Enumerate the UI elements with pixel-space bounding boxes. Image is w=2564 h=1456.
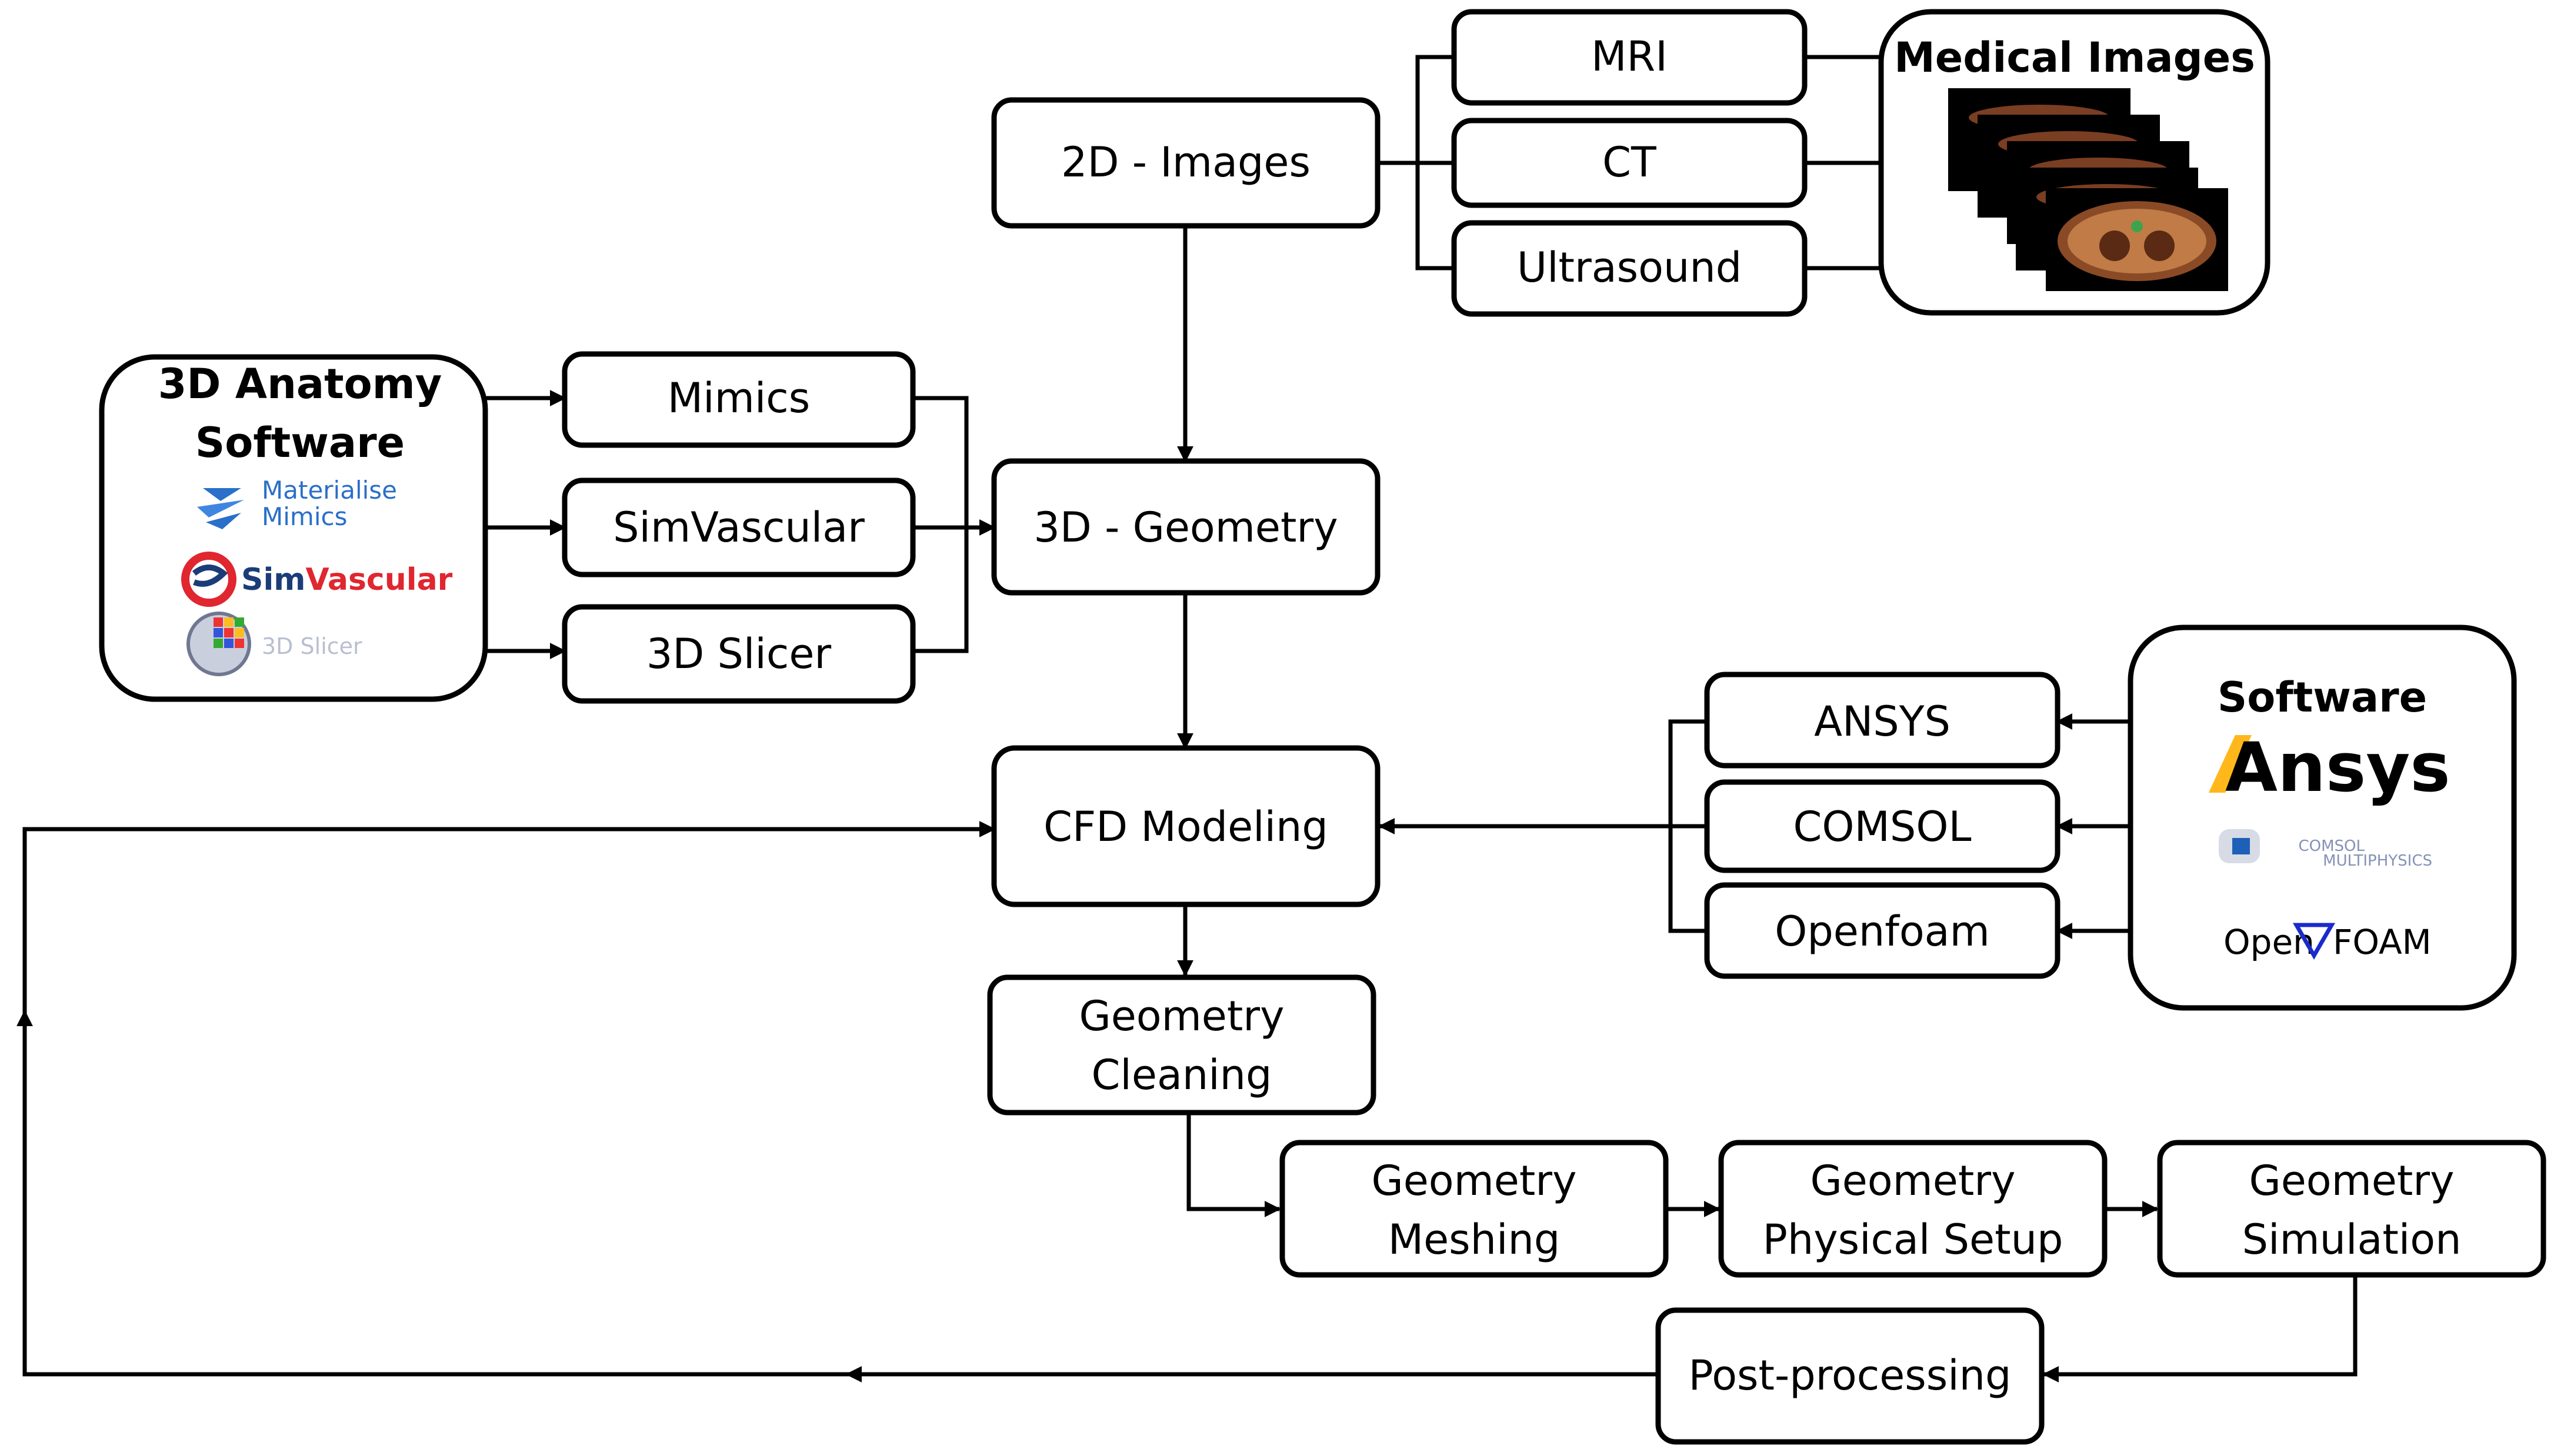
openfoam-nabla-icon	[2292, 923, 2336, 960]
svg-text:SimVascular: SimVascular	[613, 503, 865, 552]
comsol-logo-line1: COMSOL	[2298, 837, 2365, 855]
cfd-software-frame	[2128, 625, 2517, 1011]
svg-text:ANSYS: ANSYS	[1814, 697, 1950, 746]
connector-tools-bracket	[913, 396, 969, 653]
anatomy-software-title-line2: Software	[195, 419, 405, 467]
anatomy-software-title-line1: 3D Anatomy	[158, 360, 442, 408]
mimics-logo-line1: Materialise	[262, 476, 397, 505]
simvascular-logo-text: SimVascular	[241, 562, 453, 597]
svg-text:Cleaning: Cleaning	[1092, 1051, 1272, 1099]
comsol-logo: COMSOL MULTIPHYSICS	[2219, 829, 2432, 870]
svg-text:Meshing: Meshing	[1388, 1215, 1561, 1264]
node-geometry-cleaning: Geometry Cleaning	[987, 974, 1376, 1116]
scan-stack-image	[1948, 88, 2228, 291]
anatomy-software-frame	[99, 354, 488, 702]
slicer-cube-icon	[186, 612, 251, 676]
cfd-software-panel: Software Ansys COMSOL MULTIPHYSICS Open …	[2128, 625, 2517, 1011]
mimics-logo-line2: Mimics	[262, 502, 347, 531]
ansys-logo: Ansys	[2209, 729, 2450, 807]
node-post-processing: Post-processing	[1655, 1307, 2045, 1445]
node-3d-slicer: 3D Slicer	[562, 604, 916, 704]
arrow-cleaning-to-meshing	[1186, 1113, 1281, 1217]
node-ultrasound: Ultrasound	[1451, 220, 1808, 317]
simvascular-swirl-icon	[181, 552, 236, 607]
node-openfoam: Openfoam	[1704, 882, 2060, 979]
svg-text:3D - Geometry: 3D - Geometry	[1033, 503, 1338, 552]
node-mimics: Mimics	[562, 351, 916, 448]
node-geometry-meshing: Geometry Meshing	[1279, 1140, 1669, 1278]
openfoam-logo: Open FOAM	[2223, 922, 2432, 962]
svg-text:MRI: MRI	[1591, 32, 1668, 81]
node-comsol: COMSOL	[1704, 779, 2060, 873]
arrow-simulation-to-post-processing	[2042, 1274, 2358, 1382]
node-geometry-simulation: Geometry Simulation	[2157, 1140, 2546, 1278]
cfd-software-title: Software	[2218, 673, 2427, 722]
svg-text:2D - Images: 2D - Images	[1061, 138, 1311, 186]
node-3d-geometry: 3D - Geometry	[991, 458, 1381, 596]
simvascular-logo: SimVascular	[181, 552, 453, 607]
node-cfd-modeling: CFD Modeling	[991, 745, 1381, 907]
svg-text:Physical Setup: Physical Setup	[1763, 1215, 2063, 1264]
materialise-mimics-logo: Materialise Mimics	[197, 476, 397, 531]
mimics-mark-icon	[197, 488, 244, 529]
scan-slice-front	[2046, 188, 2228, 291]
svg-text:Post-processing: Post-processing	[1689, 1351, 2012, 1400]
anatomy-software-panel: 3D Anatomy Software Materialise Mimics S…	[99, 354, 488, 702]
svg-text:3D Slicer: 3D Slicer	[646, 630, 832, 678]
node-2d-images: 2D - Images	[991, 97, 1381, 229]
node-simvascular: SimVascular	[562, 477, 916, 577]
connector-feedback-loop	[22, 827, 1658, 1377]
svg-text:Ultrasound: Ultrasound	[1517, 243, 1742, 292]
3d-slicer-logo: 3D Slicer	[186, 612, 362, 676]
svg-text:Openfoam: Openfoam	[1775, 907, 1990, 956]
medical-images-title: Medical Images	[1894, 34, 2255, 82]
ansys-mark-icon	[2209, 735, 2252, 793]
slicer-logo-text: 3D Slicer	[262, 633, 362, 659]
node-ansys: ANSYS	[1704, 672, 2060, 769]
ansys-logo-text: Ansys	[2225, 729, 2450, 807]
connectors	[16, 55, 2358, 1382]
svg-text:Geometry: Geometry	[1810, 1157, 2015, 1205]
comsol-logo-line2: MULTIPHYSICS	[2323, 852, 2432, 870]
node-mri: MRI	[1451, 9, 1808, 106]
svg-text:Geometry: Geometry	[1079, 992, 1284, 1040]
node-geometry-physical-setup: Geometry Physical Setup	[1718, 1140, 2108, 1278]
openfoam-logo-text-2: FOAM	[2333, 922, 2432, 962]
medical-images-panel: Medical Images	[1878, 9, 2270, 316]
svg-text:Simulation: Simulation	[2242, 1215, 2462, 1264]
svg-text:Geometry: Geometry	[2249, 1157, 2454, 1205]
svg-text:Geometry: Geometry	[1371, 1157, 1576, 1205]
openfoam-logo-text: Open	[2223, 922, 2315, 962]
svg-text:Mimics: Mimics	[668, 374, 810, 422]
svg-text:CT: CT	[1602, 138, 1656, 186]
svg-text:COMSOL: COMSOL	[1793, 803, 1972, 851]
node-ct: CT	[1451, 118, 1808, 208]
svg-text:CFD Modeling: CFD Modeling	[1043, 803, 1328, 851]
